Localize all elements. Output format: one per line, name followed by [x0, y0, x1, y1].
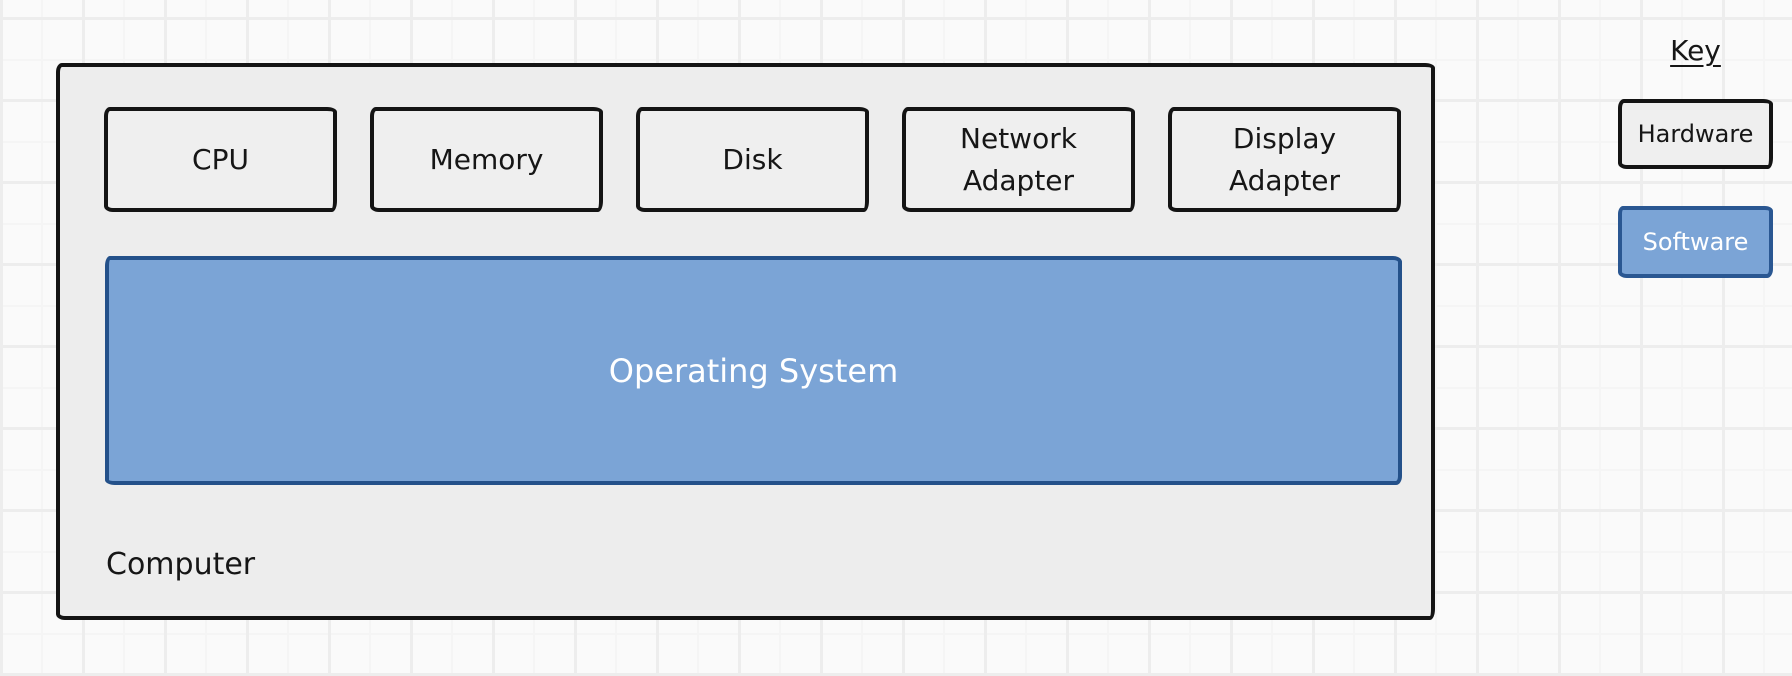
key-software-label: Software [1642, 228, 1749, 256]
key-title: Key [1670, 34, 1721, 67]
key-panel: Key Hardware Software [1618, 34, 1773, 278]
computer-box: CPU Memory Disk Network Adapter Display … [56, 63, 1435, 620]
cpu-label: CPU [192, 142, 249, 176]
memory-label: Memory [429, 142, 544, 176]
display-adapter-label: Display Adapter [1228, 121, 1341, 197]
memory-box: Memory [370, 107, 603, 212]
network-adapter-label: Network Adapter [960, 121, 1077, 197]
operating-system-box: Operating System [105, 256, 1402, 485]
key-hardware-label: Hardware [1637, 120, 1754, 148]
computer-label: Computer [106, 547, 256, 582]
display-adapter-box: Display Adapter [1168, 107, 1401, 212]
disk-box: Disk [636, 107, 869, 212]
key-hardware-box: Hardware [1618, 99, 1773, 169]
cpu-box: CPU [104, 107, 337, 212]
disk-label: Disk [722, 142, 783, 176]
network-adapter-box: Network Adapter [902, 107, 1135, 212]
operating-system-label: Operating System [608, 351, 899, 390]
key-software-box: Software [1618, 206, 1773, 278]
